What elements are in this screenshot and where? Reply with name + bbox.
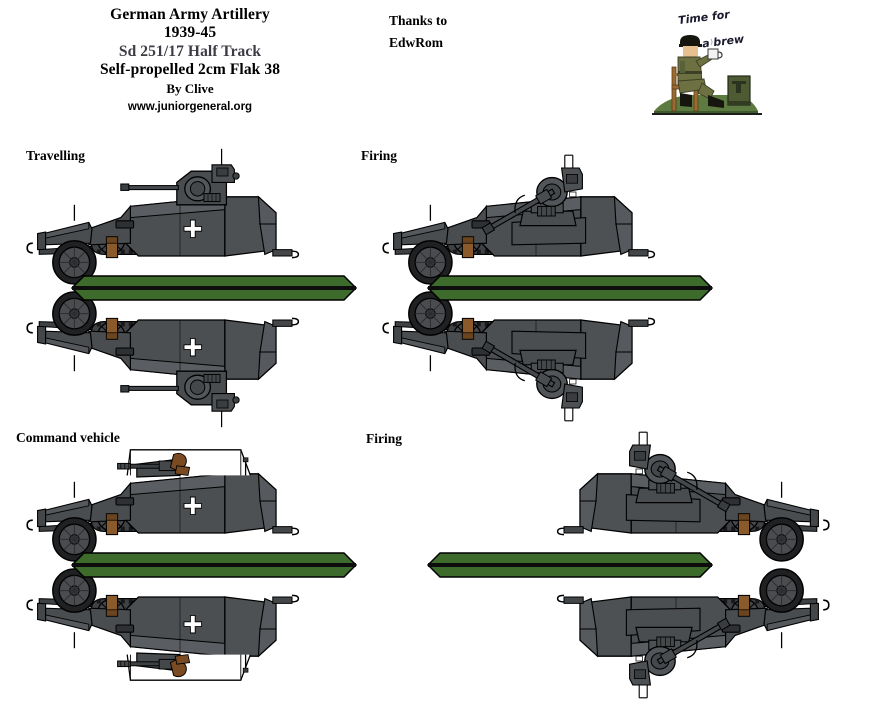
vehicle-command-lower-mirror — [27, 569, 298, 680]
ammo-box-icon — [727, 75, 751, 106]
credits-block: Thanks to EdwRom — [389, 10, 447, 53]
vehicle-travelling-lower-mirror — [27, 292, 298, 427]
title-block: German Army Artillery 1939-45 Sd 251/17 … — [0, 6, 380, 115]
vehicle-command-upper — [27, 450, 298, 561]
credits-line-1: Thanks to — [389, 13, 448, 28]
vehicle-travelling — [27, 149, 357, 427]
base-strip-firing-bottom — [427, 552, 713, 578]
website-url: www.juniorgeneral.org — [127, 101, 253, 114]
credits-line-2: EdwRom — [389, 34, 444, 50]
soldier-icon — [677, 35, 724, 108]
vehicle-firing-bottom-lower-mirror — [558, 569, 829, 698]
label-command-vehicle: Command vehicle — [16, 430, 120, 445]
title-line-4: Self-propelled 2cm Flak 38 — [99, 60, 281, 78]
title-line-1: German Army Artillery — [110, 6, 270, 23]
base-strip-firing-top — [427, 275, 713, 301]
brew-cartoon-art — [652, 35, 762, 115]
title-line-2: 1939-45 — [163, 24, 217, 42]
vehicle-firing-bottom — [427, 432, 829, 698]
vehicle-firing-bottom-upper — [558, 432, 829, 561]
label-firing-top: Firing — [361, 148, 397, 163]
byline: By Clive — [166, 81, 214, 97]
label-travelling: Travelling — [26, 148, 85, 163]
vehicle-firing-top — [383, 155, 713, 421]
base-strip-travelling — [71, 275, 357, 301]
vehicle-command — [27, 450, 357, 680]
title-line-3: Sd 251/17 Half Track — [118, 42, 262, 60]
brew-cartoon: Time for a brew — [650, 5, 765, 120]
vehicle-firing-top-upper — [383, 155, 654, 284]
base-strip-command — [71, 552, 357, 578]
label-firing-bottom: Firing — [366, 431, 402, 446]
vehicle-travelling-upper — [27, 149, 298, 284]
vehicle-firing-top-lower-mirror — [383, 292, 654, 421]
